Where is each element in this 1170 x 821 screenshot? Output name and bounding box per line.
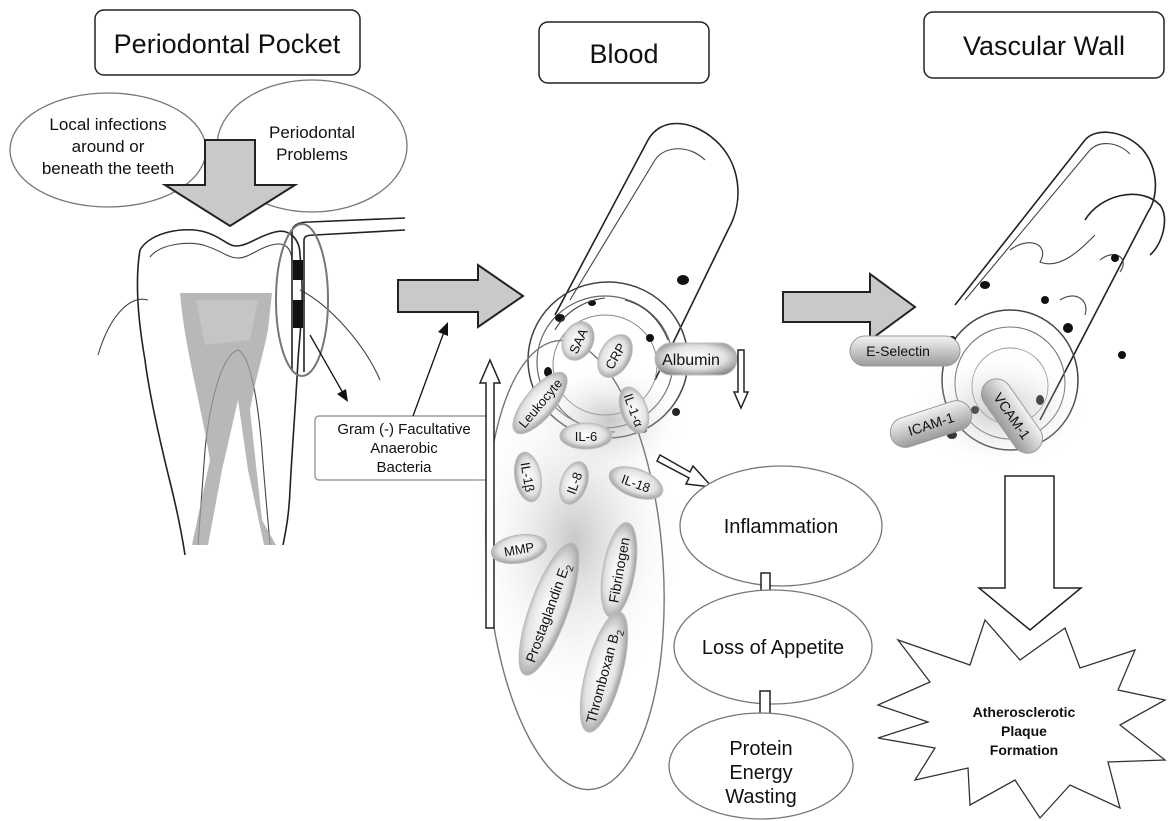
wasting-line-3: Wasting xyxy=(725,786,797,808)
wasting-line-1: Protein xyxy=(729,738,792,760)
header-periodontal-pocket-label: Periodontal Pocket xyxy=(114,29,341,59)
header-blood-label: Blood xyxy=(589,39,658,69)
wasting-line-2: Energy xyxy=(729,762,792,784)
loss-of-appetite-ellipse: Loss of Appetite xyxy=(674,590,872,704)
loss-of-appetite-label: Loss of Appetite xyxy=(702,637,844,659)
e-selectin-label: E-Selectin xyxy=(866,343,930,359)
bacteria-callout: Gram (-) Facultative Anaerobic Bacteria xyxy=(315,416,493,480)
bacteria-pointer-arrows xyxy=(310,322,448,416)
blood-to-wall-arrow xyxy=(783,274,915,340)
bacteria-line-2: Anaerobic xyxy=(370,440,438,457)
e-selectin-molecule: E-Selectin xyxy=(850,336,960,366)
local-infections-line-2: around or xyxy=(72,137,145,156)
plaque-line-2: Plaque xyxy=(1001,723,1047,739)
periodontal-problems-line-2: Problems xyxy=(276,145,348,164)
inflammation-ellipse: Inflammation xyxy=(680,466,882,586)
mediator-il6-label: IL-6 xyxy=(575,429,597,444)
header-blood: Blood xyxy=(539,22,709,83)
albumin-label: Albumin xyxy=(662,352,720,369)
bacteria-line-1: Gram (-) Facultative xyxy=(337,421,470,438)
periodontal-problems-line-1: Periodontal xyxy=(269,123,355,142)
tooth-illustration xyxy=(98,218,405,555)
wall-to-plaque-arrow xyxy=(979,476,1081,630)
local-infections-line-3: beneath the teeth xyxy=(42,159,174,178)
header-periodontal-pocket: Periodontal Pocket xyxy=(95,10,360,75)
inflammation-label: Inflammation xyxy=(724,516,839,538)
mediator-saa: SAA xyxy=(556,317,600,366)
pocket-to-blood-arrow xyxy=(398,265,523,327)
mediator-il6: IL-6 xyxy=(560,423,612,449)
plaque-line-3: Formation xyxy=(990,742,1058,758)
local-infections-line-1: Local infections xyxy=(49,115,166,134)
bacteria-line-3: Bacteria xyxy=(376,459,432,476)
header-vascular-wall-label: Vascular Wall xyxy=(963,31,1125,61)
protein-energy-wasting-ellipse: Protein Energy Wasting xyxy=(669,713,853,819)
plaque-line-1: Atherosclerotic xyxy=(973,704,1076,720)
header-vascular-wall: Vascular Wall xyxy=(924,12,1164,78)
plaque-starburst: Atherosclerotic Plaque Formation xyxy=(878,620,1165,818)
